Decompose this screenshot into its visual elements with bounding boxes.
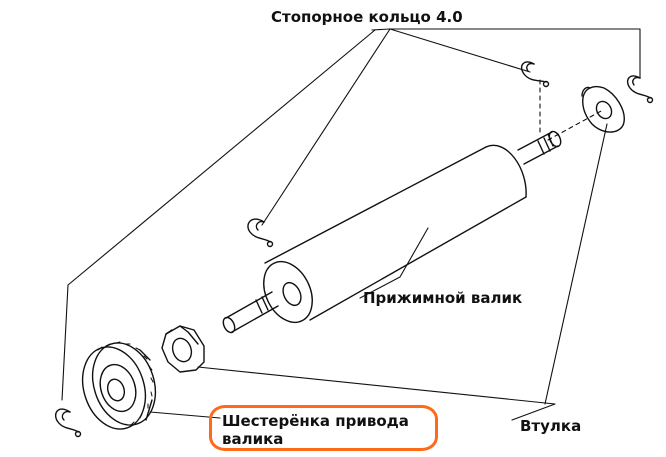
pressure-roller-leader (359, 227, 429, 299)
roller-shaft-right (517, 130, 562, 165)
retaining-ring-middle (247, 218, 274, 248)
gear-leader (149, 411, 221, 419)
retaining-ring-label: Стопорное кольцо 4.0 (271, 8, 463, 26)
retaining-ring-left (54, 408, 82, 438)
drive-gear-label-line2: валика (222, 430, 284, 448)
bushing-label: Втулка (520, 417, 582, 435)
bushing-left (161, 325, 205, 373)
pressure-roller-label: Прижимной валик (363, 289, 523, 307)
bushing-right (581, 85, 625, 133)
gear-label-highlight (209, 405, 438, 451)
drive-gear (81, 341, 157, 430)
bushing-leaders (197, 123, 608, 421)
retaining-ring-top (520, 61, 550, 88)
drive-gear-label-line1: Шестерёнка привода (222, 412, 409, 430)
retaining-ring-right (626, 75, 654, 104)
roller-shaft-left (222, 291, 279, 334)
axis-dashes (539, 79, 604, 141)
retaining-ring-leaders (61, 28, 641, 401)
pressure-roller-body (263, 144, 527, 324)
